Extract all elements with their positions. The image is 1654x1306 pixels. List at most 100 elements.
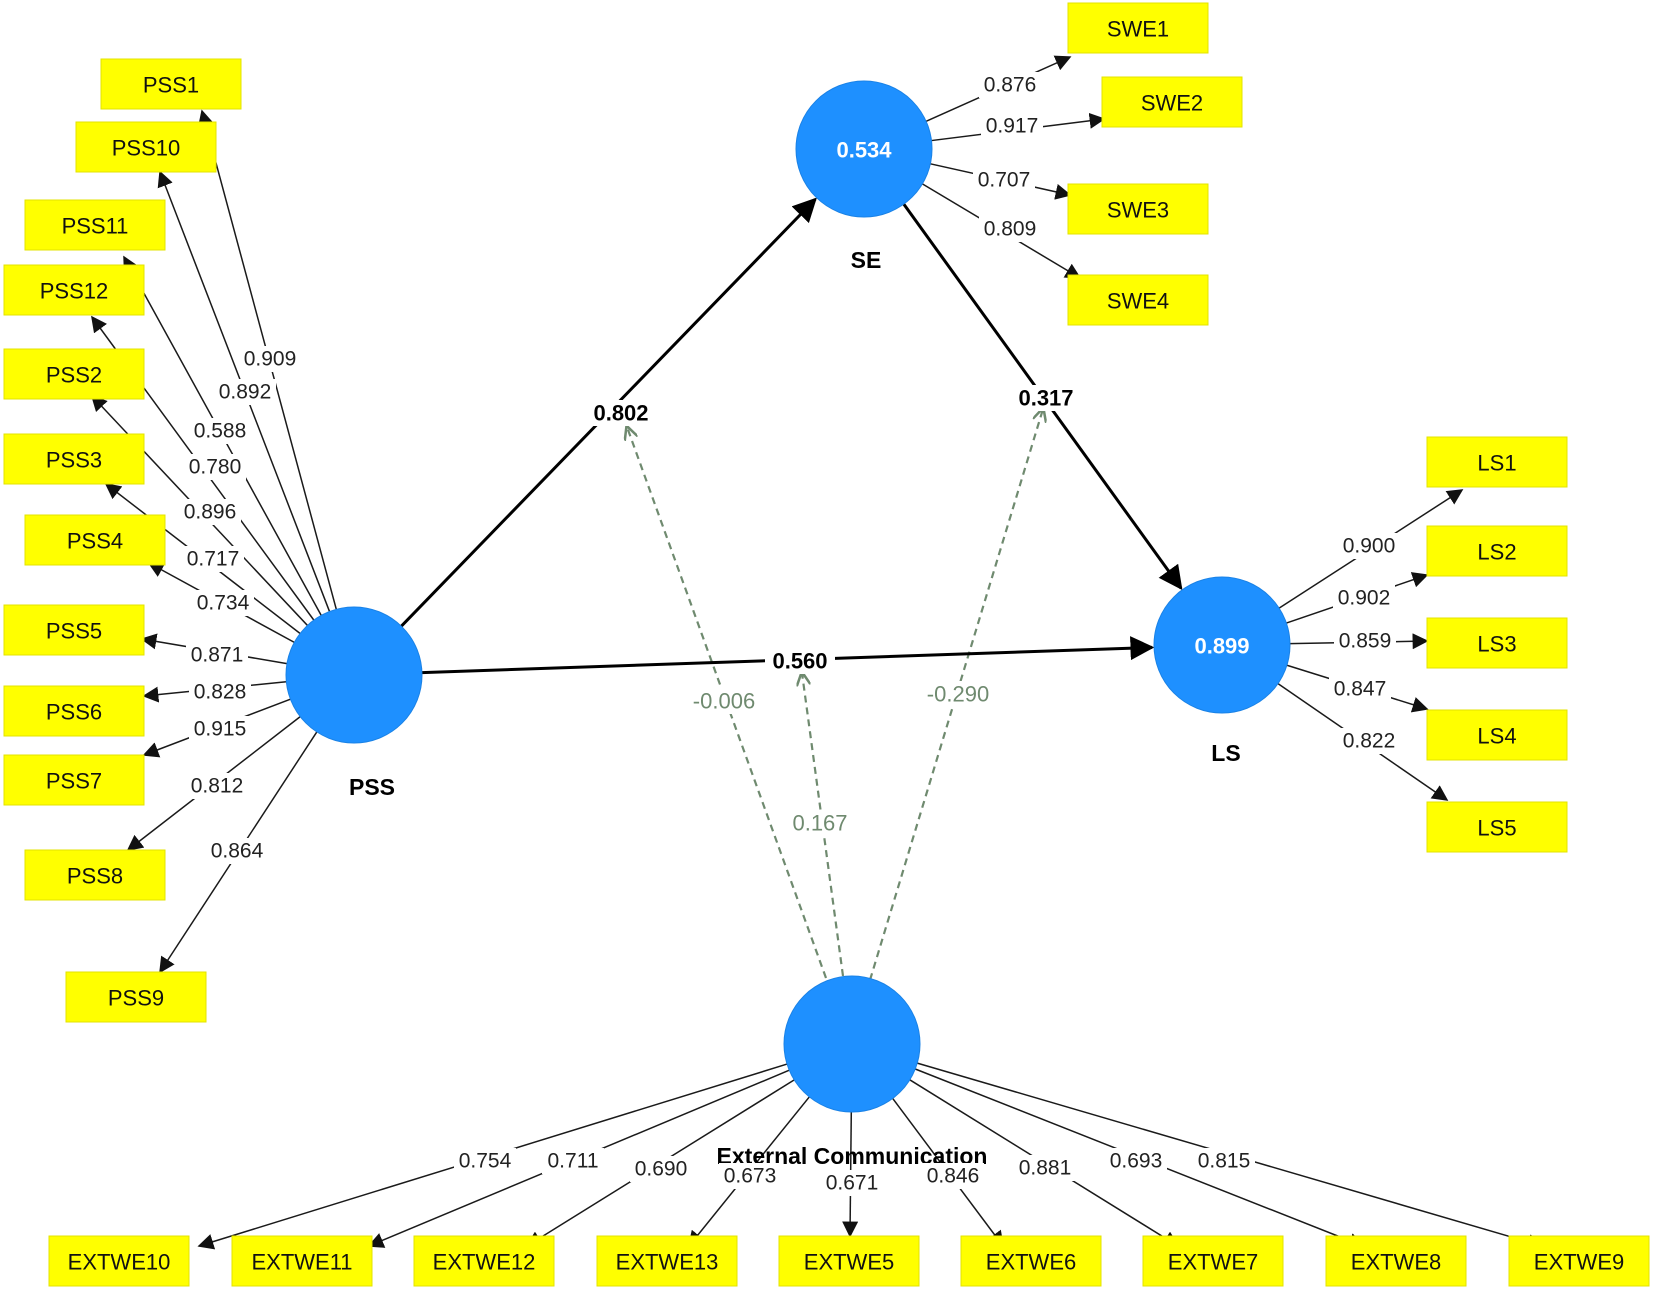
label-background [214, 379, 276, 405]
loading-value-ls-2: 0.902 [1338, 587, 1391, 610]
indicator-label: EXTWE12 [433, 1250, 536, 1275]
label-background [179, 499, 241, 525]
indicator-box[interactable]: EXTWE6 [960, 1235, 1102, 1287]
loading-value-pss-4: 0.780 [189, 456, 242, 479]
indicator-box[interactable]: EXTWE11 [231, 1235, 373, 1287]
indicator-label: PSS11 [62, 214, 129, 239]
indicator-box-rect [960, 1235, 1102, 1287]
indicator-box-rect [778, 1235, 920, 1287]
label-background [924, 681, 992, 707]
indicator-box[interactable]: PSS11 [24, 199, 166, 251]
indicator-box-rect [1426, 617, 1568, 669]
indicator-box[interactable]: SWE4 [1067, 274, 1209, 326]
indicator-box[interactable]: EXTWE8 [1325, 1235, 1467, 1287]
path-coefficient-pss-se: 0.802 [593, 401, 648, 426]
indicator-box-rect [3, 604, 145, 656]
label-background [186, 642, 248, 668]
indicator-box-rect [24, 849, 166, 901]
indicator-box-rect [1067, 274, 1209, 326]
indicator-box-rect [1142, 1235, 1284, 1287]
loading-value-ec-2: 0.711 [548, 1150, 599, 1173]
label-background [690, 688, 758, 714]
label-background [189, 679, 251, 705]
indicator-box[interactable]: PSS5 [3, 604, 145, 656]
moderation-arrow-on-pss-ls [802, 673, 845, 977]
indicator-label: PSS9 [108, 986, 164, 1011]
construct-label-se: SE [851, 247, 882, 273]
label-background [1014, 1155, 1076, 1181]
indicator-box[interactable]: SWE1 [1067, 2, 1209, 54]
indicator-box-rect [3, 433, 145, 485]
indicator-box[interactable]: PSS10 [75, 121, 217, 173]
indicator-box[interactable]: EXTWE9 [1508, 1235, 1650, 1287]
indicator-box[interactable]: EXTWE12 [413, 1235, 555, 1287]
loading-value-ec-4: 0.673 [724, 1165, 777, 1188]
indicator-box-rect [1067, 183, 1209, 235]
loading-value-ec-3: 0.690 [635, 1158, 688, 1181]
indicator-box[interactable]: LS4 [1426, 709, 1568, 761]
label-background [979, 72, 1041, 98]
indicator-box[interactable]: PSS6 [3, 685, 145, 737]
loading-value-ec-6: 0.846 [927, 1165, 980, 1188]
loading-value-se-1: 0.876 [984, 74, 1037, 97]
construct-circle-se [795, 80, 933, 218]
loading-value-pss-1: 0.909 [244, 348, 297, 371]
loading-value-pss-5: 0.896 [184, 501, 237, 524]
indicator-box-rect [413, 1235, 555, 1287]
indicator-box-rect [231, 1235, 373, 1287]
indicator-label: LS3 [1477, 632, 1516, 657]
indicator-box-rect [24, 199, 166, 251]
indicator-box[interactable]: LS5 [1426, 801, 1568, 853]
indicator-label: PSS1 [143, 73, 199, 98]
indicator-box[interactable]: PSS1 [100, 58, 242, 110]
construct-node-ec[interactable]: External Communication [717, 975, 988, 1169]
indicator-box[interactable]: PSS2 [3, 348, 145, 400]
indicator-box[interactable]: EXTWE5 [778, 1235, 920, 1287]
path-coefficient-se-ls: 0.317 [1018, 386, 1073, 411]
indicator-label: EXTWE7 [1168, 1250, 1258, 1275]
indicator-box-rect [1325, 1235, 1467, 1287]
moderation-arrow-on-se-ls [868, 409, 1043, 981]
indicator-box[interactable]: LS1 [1426, 436, 1568, 488]
indicator-label: LS1 [1477, 451, 1516, 476]
moderation-coefficient-on-pss-ls: 0.167 [792, 811, 847, 836]
indicator-box[interactable]: PSS8 [24, 849, 166, 901]
indicator-label: EXTWE10 [68, 1250, 171, 1275]
indicator-box[interactable]: SWE3 [1067, 183, 1209, 235]
indicator-box[interactable]: LS2 [1426, 525, 1568, 577]
indicator-label: EXTWE13 [616, 1250, 719, 1275]
label-background [630, 1156, 692, 1182]
indicator-box[interactable]: EXTWE13 [596, 1235, 738, 1287]
r-squared-value-se: 0.534 [836, 138, 892, 163]
indicator-label: PSS5 [46, 619, 102, 644]
loading-value-pss-11: 0.812 [191, 775, 244, 798]
indicator-box[interactable]: LS3 [1426, 617, 1568, 669]
indicator-box[interactable]: PSS12 [3, 264, 145, 316]
construct-node-pss[interactable]: PSS [285, 606, 423, 800]
loading-value-ls-5: 0.822 [1343, 730, 1396, 753]
indicator-box-rect [3, 754, 145, 806]
loading-value-pss-8: 0.871 [191, 644, 244, 667]
indicator-box-rect [3, 264, 145, 316]
indicator-box[interactable]: PSS3 [3, 433, 145, 485]
indicator-box[interactable]: EXTWE10 [48, 1235, 190, 1287]
loading-value-ec-5: 0.671 [826, 1172, 879, 1195]
loading-value-pss-3: 0.588 [194, 420, 247, 443]
loading-value-pss-9: 0.828 [194, 681, 247, 704]
indicator-label: EXTWE9 [1534, 1250, 1624, 1275]
indicator-box[interactable]: EXTWE7 [1142, 1235, 1284, 1287]
indicator-box[interactable]: PSS4 [24, 514, 166, 566]
label-background [765, 648, 835, 674]
indicator-label: SWE2 [1141, 91, 1203, 116]
loading-value-ls-3: 0.859 [1339, 630, 1392, 653]
label-background [542, 1148, 604, 1174]
indicator-box[interactable]: SWE2 [1101, 76, 1243, 128]
label-background [1193, 1148, 1255, 1174]
label-background [1338, 728, 1400, 754]
construct-circle-pss [285, 606, 423, 744]
indicator-box[interactable]: PSS7 [3, 754, 145, 806]
indicator-box-rect [48, 1235, 190, 1287]
indicator-box[interactable]: PSS9 [65, 971, 207, 1023]
